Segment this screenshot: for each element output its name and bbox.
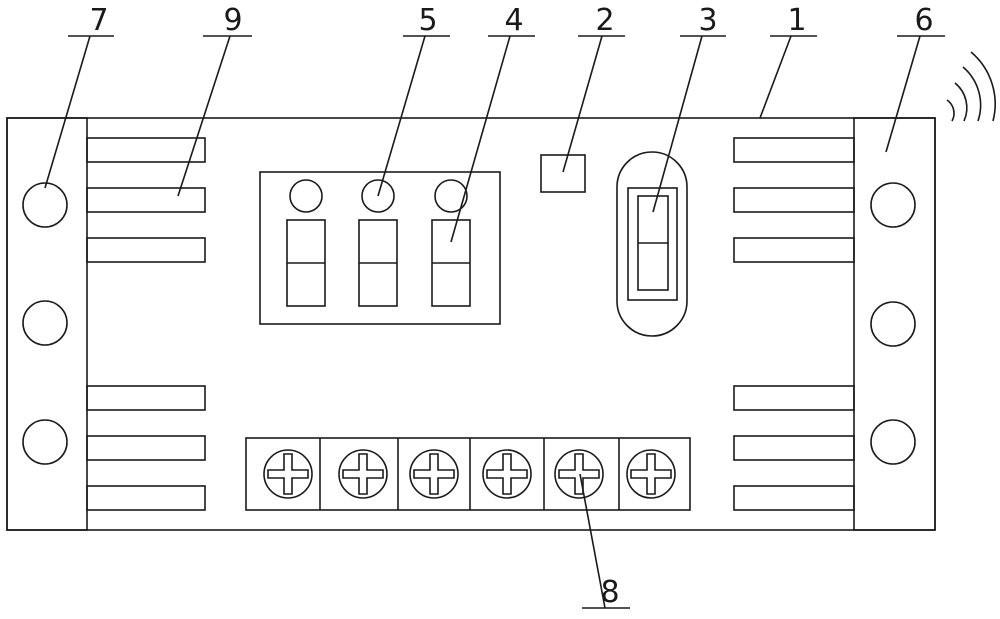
left-mount-hole-middle — [22, 300, 68, 346]
label-7: 7 — [89, 3, 108, 38]
indicator-lamp-1 — [289, 179, 323, 213]
left-mounting-strip — [6, 117, 88, 531]
terminal-screw-4 — [482, 449, 532, 499]
label-4: 4 — [504, 3, 523, 38]
digit-display-2 — [358, 219, 398, 307]
label-6: 6 — [914, 3, 933, 38]
indicator-lamp-2 — [361, 179, 395, 213]
display-panel — [259, 171, 501, 325]
digit-display-3 — [431, 219, 471, 307]
right-mount-hole-middle — [870, 301, 916, 347]
switch-frame — [627, 187, 678, 301]
leader-lines — [44, 35, 945, 609]
label-5: 5 — [418, 3, 437, 38]
label-8: 8 — [600, 575, 619, 610]
left-mount-hole-bottom — [22, 419, 68, 465]
small-component — [540, 154, 586, 193]
left-fin-group-top — [86, 137, 206, 263]
digit-display-1 — [286, 219, 326, 307]
terminal-screw-6 — [626, 449, 676, 499]
indicator-lamp-3 — [434, 179, 468, 213]
right-mounting-strip — [853, 117, 936, 531]
terminal-screw-1 — [263, 449, 313, 499]
right-mount-hole-top — [870, 182, 916, 228]
label-1: 1 — [787, 3, 806, 38]
right-fin-group-top — [733, 137, 855, 263]
left-fin-group-bottom — [86, 385, 206, 511]
label-9: 9 — [223, 3, 242, 38]
wireless-signal-icon — [946, 51, 996, 122]
switch-element — [637, 195, 669, 291]
left-mount-hole-top — [22, 182, 68, 228]
terminal-block — [245, 437, 691, 511]
terminal-screw-3 — [409, 449, 459, 499]
terminal-screw-5 — [554, 449, 604, 499]
right-fin-group-bottom — [733, 385, 855, 511]
switch-oval-housing — [616, 151, 688, 337]
right-mount-hole-bottom — [870, 419, 916, 465]
label-3: 3 — [698, 3, 717, 38]
terminal-screw-2 — [338, 449, 388, 499]
label-2: 2 — [595, 3, 614, 38]
